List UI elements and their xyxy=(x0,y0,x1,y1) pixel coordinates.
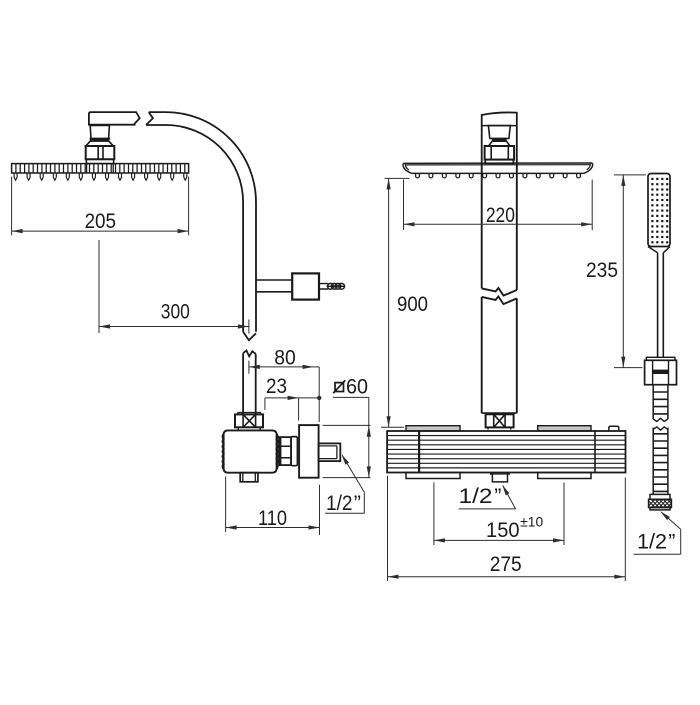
svg-text:235: 235 xyxy=(586,258,618,282)
svg-text:±10: ±10 xyxy=(520,514,543,529)
svg-text:23: 23 xyxy=(266,374,287,398)
svg-text:80: 80 xyxy=(274,345,296,369)
svg-text:60: 60 xyxy=(346,375,368,399)
svg-text:900: 900 xyxy=(397,292,428,316)
svg-text:275: 275 xyxy=(490,552,522,576)
svg-text:”: ” xyxy=(494,484,501,508)
svg-text:”: ” xyxy=(668,529,675,553)
svg-text:300: 300 xyxy=(161,300,190,324)
svg-text:1/2: 1/2 xyxy=(459,484,493,508)
svg-text:220: 220 xyxy=(486,203,515,227)
svg-text:110: 110 xyxy=(258,506,287,530)
svg-text:150: 150 xyxy=(486,518,520,542)
svg-text:1/2: 1/2 xyxy=(326,491,353,515)
svg-text:205: 205 xyxy=(85,209,116,233)
svg-text:1/2: 1/2 xyxy=(637,529,667,553)
svg-text:”: ” xyxy=(354,491,361,515)
